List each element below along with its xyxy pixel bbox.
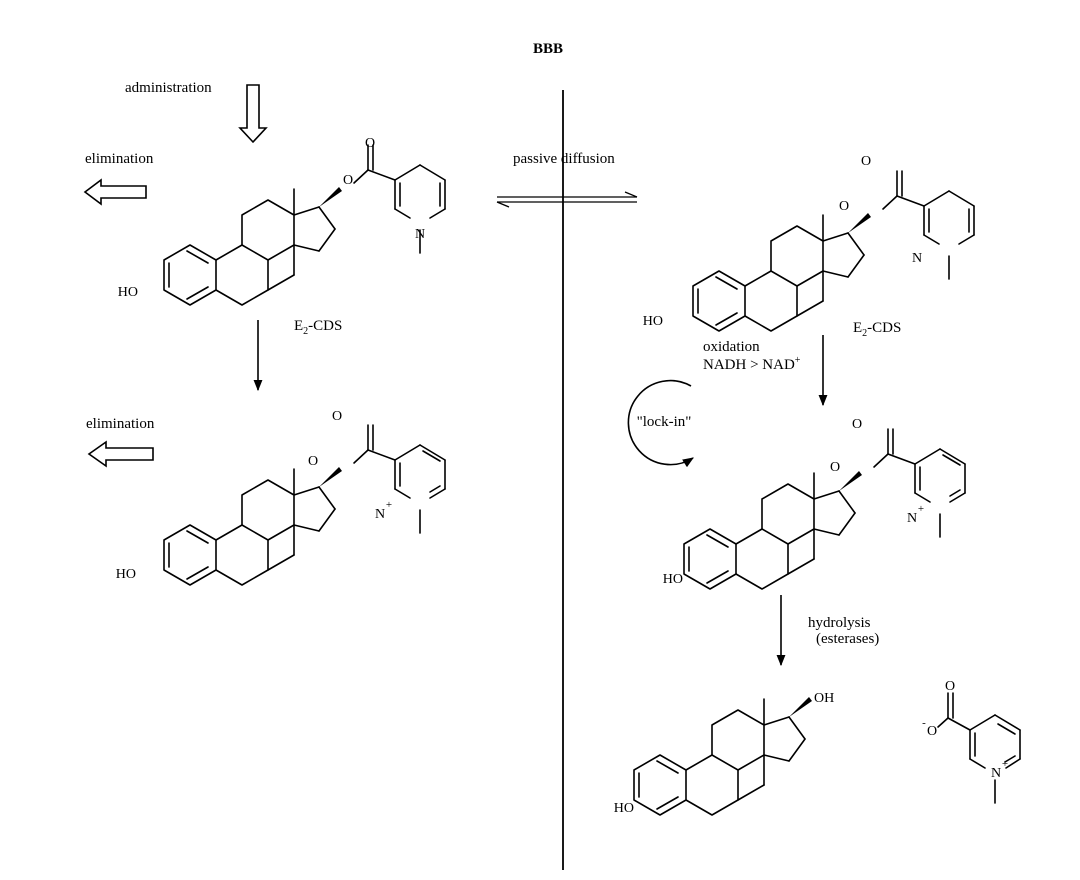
- ho-label: HO: [116, 567, 136, 582]
- ho-label: HO: [118, 285, 138, 300]
- passive-diffusion-label: passive diffusion: [513, 151, 615, 167]
- ho-label: HO: [614, 801, 634, 816]
- o-label: O: [945, 679, 955, 694]
- o-label: O: [852, 417, 862, 432]
- e2cds-right-label: E2-CDS: [853, 320, 901, 339]
- o-label: O: [927, 724, 937, 739]
- administration-arrow: [238, 84, 268, 144]
- diffusion-arrow-forward-barb: [624, 191, 638, 198]
- lock-in-label: "lock-in": [637, 414, 692, 430]
- oh-label: OH: [814, 691, 834, 706]
- e2-q-left-molecule: [163, 424, 446, 586]
- diffusion-arrow-back-barb: [496, 201, 510, 208]
- o-label: O: [830, 460, 840, 475]
- administration-label: administration: [125, 80, 212, 96]
- nadh-label: NADH > NAD+: [703, 355, 801, 373]
- hydrolysis-label: hydrolysis: [808, 615, 871, 631]
- e2-cds-left-molecule: [163, 144, 446, 306]
- elimination-label-bottom: elimination: [86, 416, 155, 432]
- ho-label: HO: [643, 314, 663, 329]
- o-label: O: [861, 154, 871, 169]
- oxidation-label: oxidation: [703, 339, 760, 355]
- e2-cds-right-molecule: [692, 170, 975, 332]
- trigonelline-molecule: [937, 692, 1021, 804]
- o-label: O: [332, 409, 342, 424]
- estradiol-molecule: [633, 696, 813, 816]
- elimination-label-top: elimination: [85, 151, 154, 167]
- n-label: N: [415, 227, 425, 242]
- plus-charge: +: [386, 499, 392, 511]
- minus-charge: -: [922, 717, 926, 729]
- plus-charge: +: [918, 503, 924, 515]
- n-label: N: [912, 251, 922, 266]
- n-label: N: [907, 511, 917, 526]
- e2cds-left-label: E2-CDS: [294, 318, 342, 337]
- ho-label: HO: [663, 572, 683, 587]
- plus-charge: +: [1002, 758, 1008, 770]
- lock-in-cycle-arrow: [627, 379, 694, 468]
- o-label: O: [365, 136, 375, 151]
- n-label: N: [375, 507, 385, 522]
- o-label: O: [839, 199, 849, 214]
- o-label: O: [308, 454, 318, 469]
- elimination-arrow-top: [83, 178, 147, 206]
- barrier-label: BBB: [533, 41, 563, 57]
- o-label: O: [343, 173, 353, 188]
- elimination-arrow-bottom: [87, 440, 154, 468]
- esterases-label: (esterases): [816, 631, 879, 647]
- n-label: N: [991, 766, 1001, 781]
